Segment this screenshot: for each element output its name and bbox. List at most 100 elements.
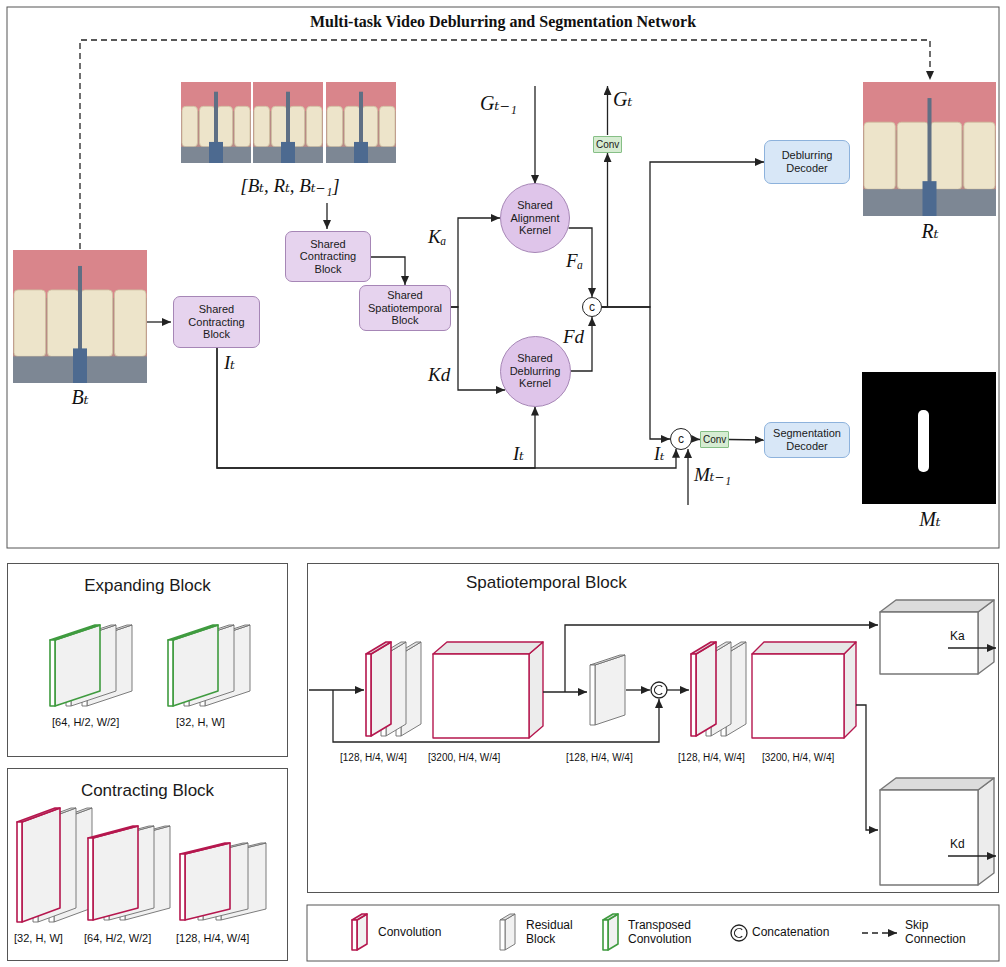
input-arrow <box>326 203 327 229</box>
edge-label: Fₐ <box>566 250 583 272</box>
math-label: Mₜ₋₁ <box>694 464 731 486</box>
dimension-label: [32, H, W] <box>176 716 225 729</box>
tooth <box>115 290 147 357</box>
block-top <box>366 642 391 654</box>
node-label: Deblurring Decoder <box>767 149 847 174</box>
drill-bit <box>214 92 218 145</box>
dimension-label: [64, H/2, W/2] <box>52 716 119 729</box>
output-arrow <box>948 647 996 648</box>
conv-box: Conv <box>593 136 622 153</box>
node-label: Shared Alignment Kernel <box>507 199 564 237</box>
box-side <box>978 778 994 885</box>
concat-symbol <box>651 682 667 698</box>
photo-ground <box>863 82 996 216</box>
dimension-label: Kd <box>950 838 965 852</box>
block-front <box>352 920 357 950</box>
connector <box>217 348 535 468</box>
dimension-label: [128, H/4, W/4] <box>340 752 407 764</box>
legend-text: Residual Block <box>526 919 582 947</box>
legend-text: Skip Connection <box>905 919 975 947</box>
math-label: Bₜ <box>71 386 88 409</box>
node-label: Shared Deblurring Kernel <box>506 352 564 390</box>
connector <box>451 307 505 390</box>
state-in-arrow <box>534 86 535 184</box>
diagram-title: Multi-task Video Deblurring and Segmenta… <box>310 13 696 31</box>
input-arrow <box>147 321 171 322</box>
node-label: Shared Spatiotemporal Block <box>362 289 448 327</box>
connector <box>602 307 670 439</box>
connector <box>451 218 500 307</box>
dimension-label: [3200, H/4, W/4] <box>428 752 500 764</box>
math-label: Iₜ <box>224 352 235 374</box>
dimension-label: [128, H/4, W/4] <box>176 932 249 945</box>
connector <box>729 439 764 441</box>
legend-text: Concatenation <box>752 926 829 940</box>
kernel-circle: Shared Deblurring Kernel <box>500 336 571 407</box>
legend-text: Transposed Convolution <box>628 919 704 947</box>
box-top <box>880 778 994 790</box>
tooth <box>897 122 928 189</box>
connector <box>692 438 700 440</box>
block-front <box>691 654 696 736</box>
block-side <box>696 642 716 736</box>
block-side <box>595 655 625 725</box>
dimension-label: [32, H, W] <box>14 932 63 945</box>
edge-label: Iₜ <box>513 443 524 465</box>
conv-box: Conv <box>700 431 729 448</box>
tooth <box>327 106 343 147</box>
decoder-box: Segmentation Decoder <box>764 422 850 458</box>
node-label: Conv <box>703 434 726 446</box>
drill-bit <box>359 92 363 145</box>
block-top <box>590 655 625 665</box>
edge-label: Kd <box>428 364 450 386</box>
dimension-label: [128, H/4, W/4] <box>566 752 633 764</box>
block-front <box>88 838 93 920</box>
drill-shank <box>923 181 937 216</box>
tooth <box>182 106 198 147</box>
block-top <box>17 808 60 822</box>
node-label: c <box>678 433 684 445</box>
math-label: [Bₜ, Rₜ, Bₜ₋₁] <box>240 175 339 197</box>
node-label: Segmentation Decoder <box>767 427 847 452</box>
block-side <box>185 843 230 920</box>
block-front <box>603 920 608 950</box>
block-top <box>168 625 218 640</box>
drill-shank <box>354 142 368 163</box>
block-top <box>691 642 716 654</box>
edge-label: Kₐ <box>428 226 446 248</box>
box-side <box>844 642 856 738</box>
node-label: Shared Contracting Block <box>176 303 257 341</box>
panel-heading: Contracting Block <box>81 781 214 801</box>
block-front <box>590 665 595 725</box>
box-front <box>880 612 978 674</box>
photo-ground <box>181 82 251 163</box>
math-label: Gₜ₋₁ <box>480 92 517 115</box>
drill-shank <box>281 142 295 163</box>
tooth <box>931 122 962 189</box>
legend-border <box>307 905 999 961</box>
box-front <box>433 654 529 738</box>
panel: Expanding Block <box>7 563 288 757</box>
kernel-circle: Shared Alignment Kernel <box>500 183 570 253</box>
tooth <box>307 106 323 147</box>
photo-ground <box>13 250 147 383</box>
box-front <box>880 790 978 885</box>
edge-label: Fd <box>563 326 584 348</box>
block-front <box>50 640 55 706</box>
tooth <box>864 122 895 189</box>
box-top <box>880 600 994 612</box>
drill-bit <box>928 98 932 186</box>
connector <box>217 348 676 468</box>
tooth <box>217 106 233 147</box>
tooth <box>235 106 251 147</box>
tooth <box>345 106 361 147</box>
tooth <box>964 122 995 189</box>
dimension-label: [64, H/2, W/2] <box>84 932 151 945</box>
tooth <box>289 106 305 147</box>
concat-c-mark <box>655 685 663 694</box>
block-front <box>366 654 371 736</box>
photo-ground <box>253 82 323 163</box>
panel-heading: Expanding Block <box>84 576 211 596</box>
box-side <box>529 642 543 738</box>
